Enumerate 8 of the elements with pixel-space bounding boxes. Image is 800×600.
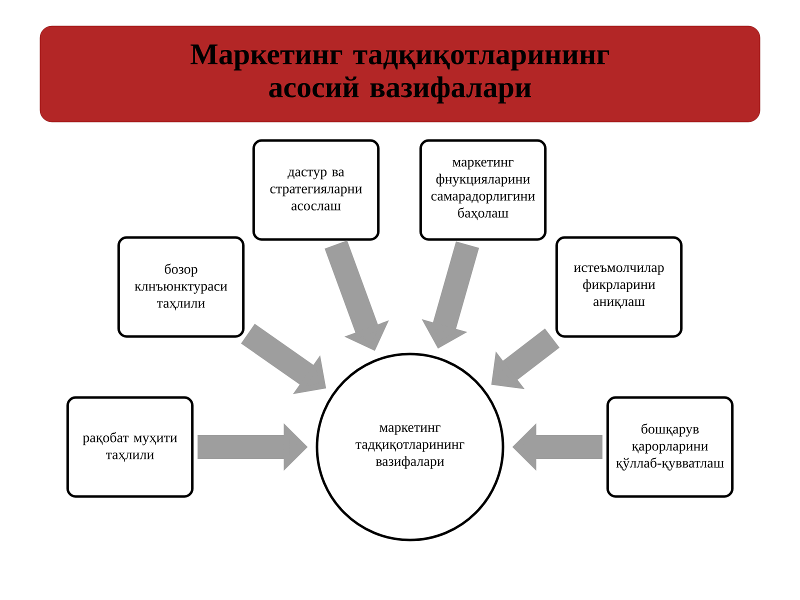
task-box: бозор клнъюнктураси таҳлили xyxy=(117,236,245,338)
circle-node: маркетинг тадқиқотларининг вазифалари xyxy=(316,352,504,542)
title-banner: Маркетинг тадқиқотларининг асосий вазифалари xyxy=(40,26,760,122)
task-box: дастур ва стратегияларни асослаш xyxy=(252,139,380,241)
task-box: истеъмолчилар фикрларини аниқлаш xyxy=(555,236,683,338)
task-box: маркетинг фнукцияларини самарадорлигини баҳолаш xyxy=(419,139,547,241)
task-box: рақобат муҳити таҳлили xyxy=(66,396,194,498)
task-box: бошқарув қарорларини қўллаб-қувватлаш xyxy=(606,396,734,498)
